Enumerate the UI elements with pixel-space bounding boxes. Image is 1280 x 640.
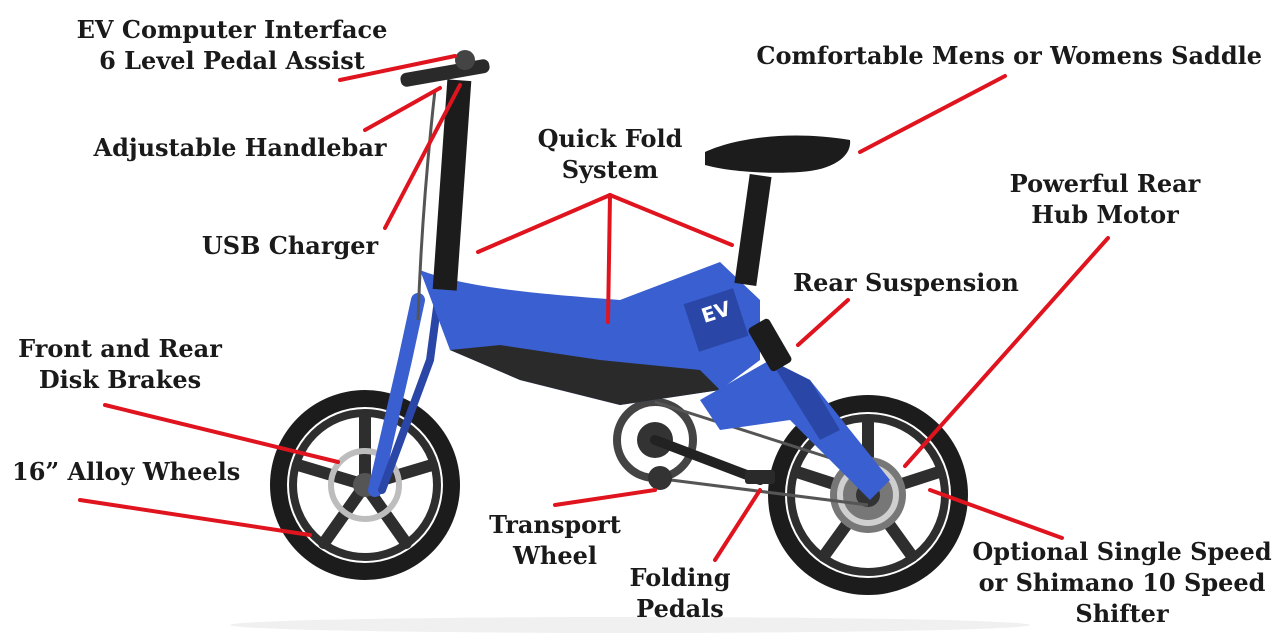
- label-shifter: Optional Single Speed or Shimano 10 Spee…: [972, 536, 1272, 629]
- label-ev-computer: EV Computer Interface 6 Level Pedal Assi…: [62, 14, 402, 76]
- handlebar-stem: [400, 50, 490, 321]
- label-hub-motor: Powerful Rear Hub Motor: [990, 168, 1220, 230]
- saddle: [705, 135, 851, 173]
- label-quick-fold: Quick Fold System: [515, 123, 705, 185]
- label-transport-wheel-line1: Transport: [489, 510, 621, 539]
- callout-line-quick-fold-2: [606, 193, 612, 324]
- front-disc-rotor: [328, 448, 402, 522]
- callout-line-transport-wheel: [553, 488, 657, 507]
- label-folding-pedals-line2: Pedals: [636, 594, 724, 623]
- label-usb-charger-text: USB Charger: [201, 231, 379, 260]
- callout-line-disk-brakes: [103, 403, 340, 464]
- label-disk-brakes: Front and Rear Disk Brakes: [10, 333, 230, 395]
- callout-line-quick-fold-1: [476, 193, 612, 254]
- label-shifter-line2: or Shimano 10 Speed: [978, 568, 1266, 597]
- callout-lines: [78, 54, 1110, 562]
- label-folding-pedals-line1: Folding: [629, 563, 731, 592]
- label-hub-motor-line2: Hub Motor: [1031, 200, 1179, 229]
- crank-arm: [650, 435, 765, 485]
- label-alloy-wheels: 16” Alloy Wheels: [12, 456, 252, 487]
- label-folding-pedals: Folding Pedals: [605, 562, 755, 624]
- folding-pedal: [745, 470, 775, 484]
- callout-line-saddle: [858, 74, 1007, 154]
- label-quick-fold-line1: Quick Fold: [537, 124, 683, 153]
- rear-shock: [748, 318, 792, 372]
- callout-line-handlebar: [363, 86, 442, 132]
- label-alloy-wheels-text: 16” Alloy Wheels: [12, 457, 241, 486]
- label-rear-suspension-text: Rear Suspension: [793, 268, 1019, 297]
- ev-computer-display: [455, 50, 475, 70]
- callout-line-usb-charger: [383, 83, 462, 230]
- ground-shadow: [230, 617, 1030, 633]
- label-usb-charger: USB Charger: [185, 230, 395, 261]
- label-quick-fold-line2: System: [561, 155, 659, 184]
- label-hub-motor-line1: Powerful Rear: [1009, 169, 1201, 198]
- label-handlebar: Adjustable Handlebar: [80, 132, 400, 163]
- callout-line-quick-fold-3: [608, 193, 734, 247]
- label-disk-brakes-line1: Front and Rear: [18, 334, 222, 363]
- main-frame: [420, 262, 890, 500]
- callout-line-hub-motor: [903, 236, 1110, 468]
- label-disk-brakes-line2: Disk Brakes: [38, 365, 202, 394]
- front-wheel: [270, 390, 460, 580]
- callout-line-ev-computer: [338, 54, 457, 82]
- label-shifter-line3: Shifter: [1075, 599, 1169, 628]
- callout-line-shifter: [928, 488, 1064, 540]
- label-ev-computer-line2: 6 Level Pedal Assist: [99, 46, 365, 75]
- label-rear-suspension: Rear Suspension: [790, 267, 1022, 298]
- callout-line-rear-suspension: [796, 298, 850, 347]
- callout-line-alloy-wheels: [78, 498, 312, 537]
- brake-cable: [416, 89, 437, 321]
- label-saddle: Comfortable Mens or Womens Saddle: [740, 40, 1262, 71]
- label-transport-wheel-line2: Wheel: [512, 541, 598, 570]
- label-saddle-text: Comfortable Mens or Womens Saddle: [756, 41, 1262, 70]
- label-shifter-line1: Optional Single Speed: [972, 537, 1272, 566]
- callout-line-folding-pedals: [713, 488, 762, 562]
- label-transport-wheel: Transport Wheel: [480, 509, 630, 571]
- label-ev-computer-line1: EV Computer Interface: [76, 15, 388, 44]
- label-handlebar-text: Adjustable Handlebar: [93, 133, 387, 162]
- front-fork: [368, 293, 442, 497]
- transport-wheel-part: [648, 466, 672, 490]
- seat-assembly: [705, 135, 851, 286]
